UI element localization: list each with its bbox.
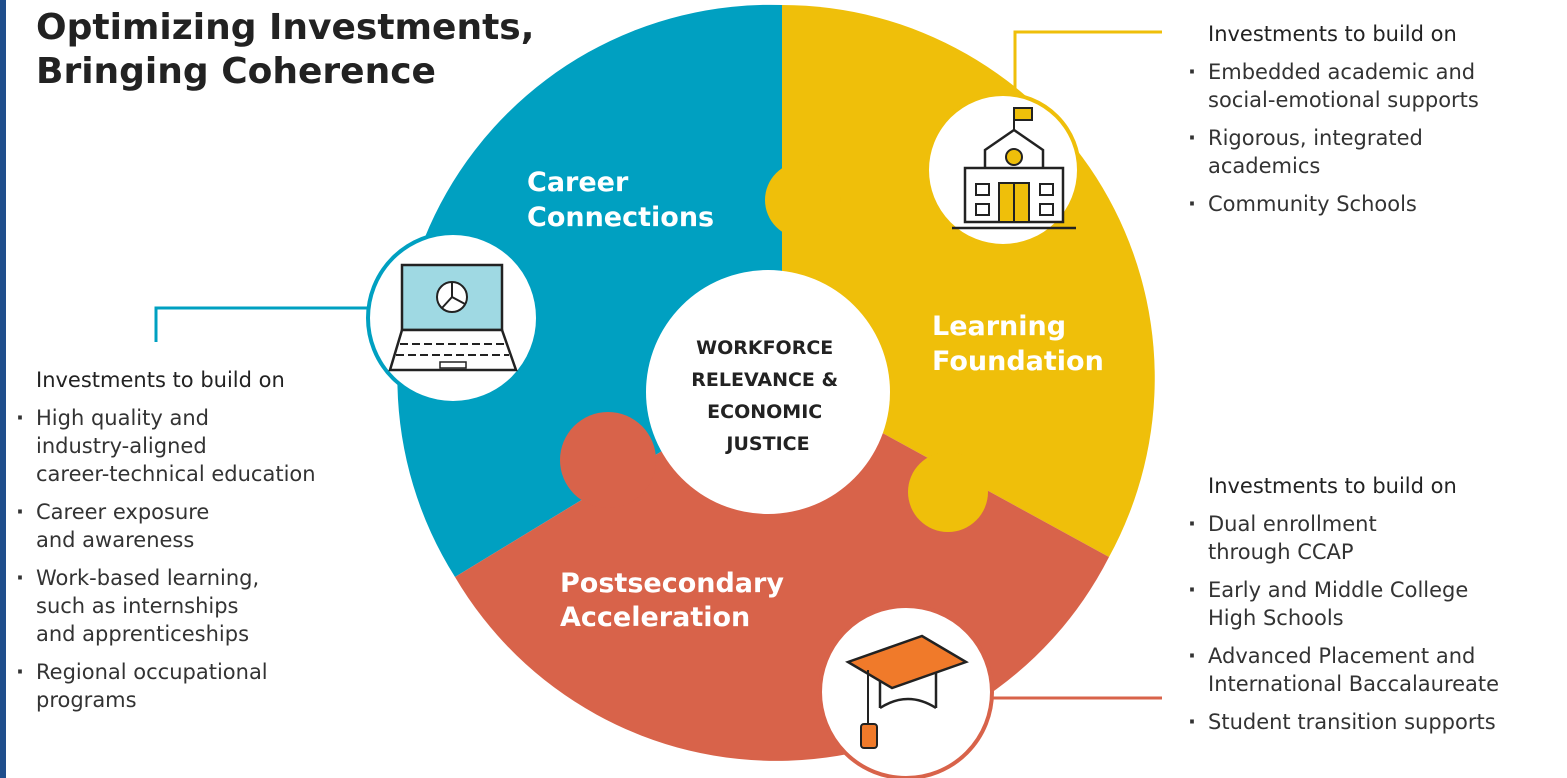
- svg-text:Career Connections: Career Connections: [527, 167, 714, 233]
- list-item-line: and awareness: [36, 528, 195, 552]
- list-item-line: Career exposure: [36, 500, 210, 524]
- learning-bottom-tab-knob: [908, 452, 988, 532]
- top-right-investments-panel: Investments to build on Embedded academi…: [1186, 20, 1564, 228]
- list-item: Embedded academic and social-emotional s…: [1186, 58, 1564, 114]
- career-label-line-2: Connections: [527, 202, 714, 233]
- frame-edge: [0, 0, 6, 778]
- list-item-line: and apprenticeships: [36, 622, 250, 646]
- learning-tab-neck: [778, 178, 798, 222]
- list-item-line: International Baccalaureate: [1208, 672, 1500, 696]
- list-item-line: Rigorous, integrated: [1208, 126, 1423, 150]
- learning-label-line-2: Foundation: [932, 346, 1104, 377]
- list-item-line: Embedded academic and: [1208, 60, 1476, 84]
- list-item: Work-based learning, such as internships…: [14, 564, 394, 648]
- learning-label-line-1: Learning: [932, 311, 1066, 342]
- list-item: Regional occupational programs: [14, 658, 394, 714]
- graduation-cap-icon: [818, 604, 994, 778]
- list-item: Advanced Placement and International Bac…: [1186, 642, 1564, 698]
- list-item-line: Early and Middle College: [1208, 578, 1469, 602]
- list-item-line: High quality and: [36, 406, 209, 430]
- svg-text:WORKFORCE RELEVANCE &: WORKFORCE RELEVANCE & ECONOMIC JUSTICE: [691, 337, 844, 455]
- center-label-line-2: RELEVANCE &: [691, 369, 838, 391]
- list-item-line: career-technical education: [36, 462, 316, 486]
- list-item-line: academics: [1208, 154, 1321, 178]
- list-item-line: programs: [36, 688, 137, 712]
- list-item: Rigorous, integrated academics: [1186, 124, 1564, 180]
- school-building-icon: [925, 92, 1081, 248]
- center-label-line-4: JUSTICE: [724, 433, 809, 455]
- list-item-line: Student transition supports: [1208, 710, 1496, 734]
- center-circle: [646, 270, 890, 514]
- list-item: Community Schools: [1186, 190, 1564, 218]
- page-title: Optimizing Investments, Bringing Coheren…: [36, 6, 656, 94]
- list-item-line: such as internships: [36, 594, 239, 618]
- list-item-line: Regional occupational: [36, 660, 268, 684]
- postsecondary-label-line-1: Postsecondary: [560, 568, 784, 599]
- career-label-line-1: Career: [527, 167, 629, 198]
- bottom-right-panel-list: Dual enrollment through CCAP Early and M…: [1186, 510, 1564, 736]
- left-panel-heading: Investments to build on: [36, 368, 285, 392]
- list-item-line: Advanced Placement and: [1208, 644, 1476, 668]
- title-line-2: Bringing Coherence: [36, 51, 436, 92]
- top-right-panel-list: Embedded academic and social-emotional s…: [1186, 58, 1564, 218]
- left-investments-panel: Investments to build on High quality and…: [14, 366, 394, 724]
- list-item: High quality and industry-aligned career…: [14, 404, 394, 488]
- postsecondary-tab-knob: [560, 412, 656, 508]
- list-item-line: Dual enrollment: [1208, 512, 1377, 536]
- list-item: Early and Middle College High Schools: [1186, 576, 1564, 632]
- connector-line-top-right: [1013, 30, 1162, 95]
- list-item-line: High Schools: [1208, 606, 1344, 630]
- list-item: Career exposure and awareness: [14, 498, 394, 554]
- bottom-right-panel-heading: Investments to build on: [1208, 474, 1457, 498]
- connector-line-left: [154, 306, 378, 342]
- title-line-1: Optimizing Investments,: [36, 7, 535, 48]
- list-item-line: Community Schools: [1208, 192, 1417, 216]
- svg-text:Postsecondary Acceleration: Postsecondary Acceleration: [560, 568, 793, 633]
- left-panel-list: High quality and industry-aligned career…: [14, 404, 394, 714]
- list-item-line: through CCAP: [1208, 540, 1354, 564]
- list-item: Student transition supports: [1186, 708, 1564, 736]
- learning-tab-knob: [765, 162, 841, 238]
- center-label-line-1: WORKFORCE: [696, 337, 833, 359]
- list-item: Dual enrollment through CCAP: [1186, 510, 1564, 566]
- list-item-line: Work-based learning,: [36, 566, 260, 590]
- list-item-line: social-emotional supports: [1208, 88, 1479, 112]
- svg-text:Learning Foundation: Learning Foundation: [932, 311, 1104, 377]
- postsecondary-label-line-2: Acceleration: [560, 602, 750, 633]
- center-label-line-3: ECONOMIC: [707, 401, 822, 423]
- list-item-line: industry-aligned: [36, 434, 207, 458]
- laptop-pie-chart-icon: [366, 231, 540, 405]
- bottom-right-investments-panel: Investments to build on Dual enrollment …: [1186, 472, 1564, 746]
- top-right-panel-heading: Investments to build on: [1208, 22, 1457, 46]
